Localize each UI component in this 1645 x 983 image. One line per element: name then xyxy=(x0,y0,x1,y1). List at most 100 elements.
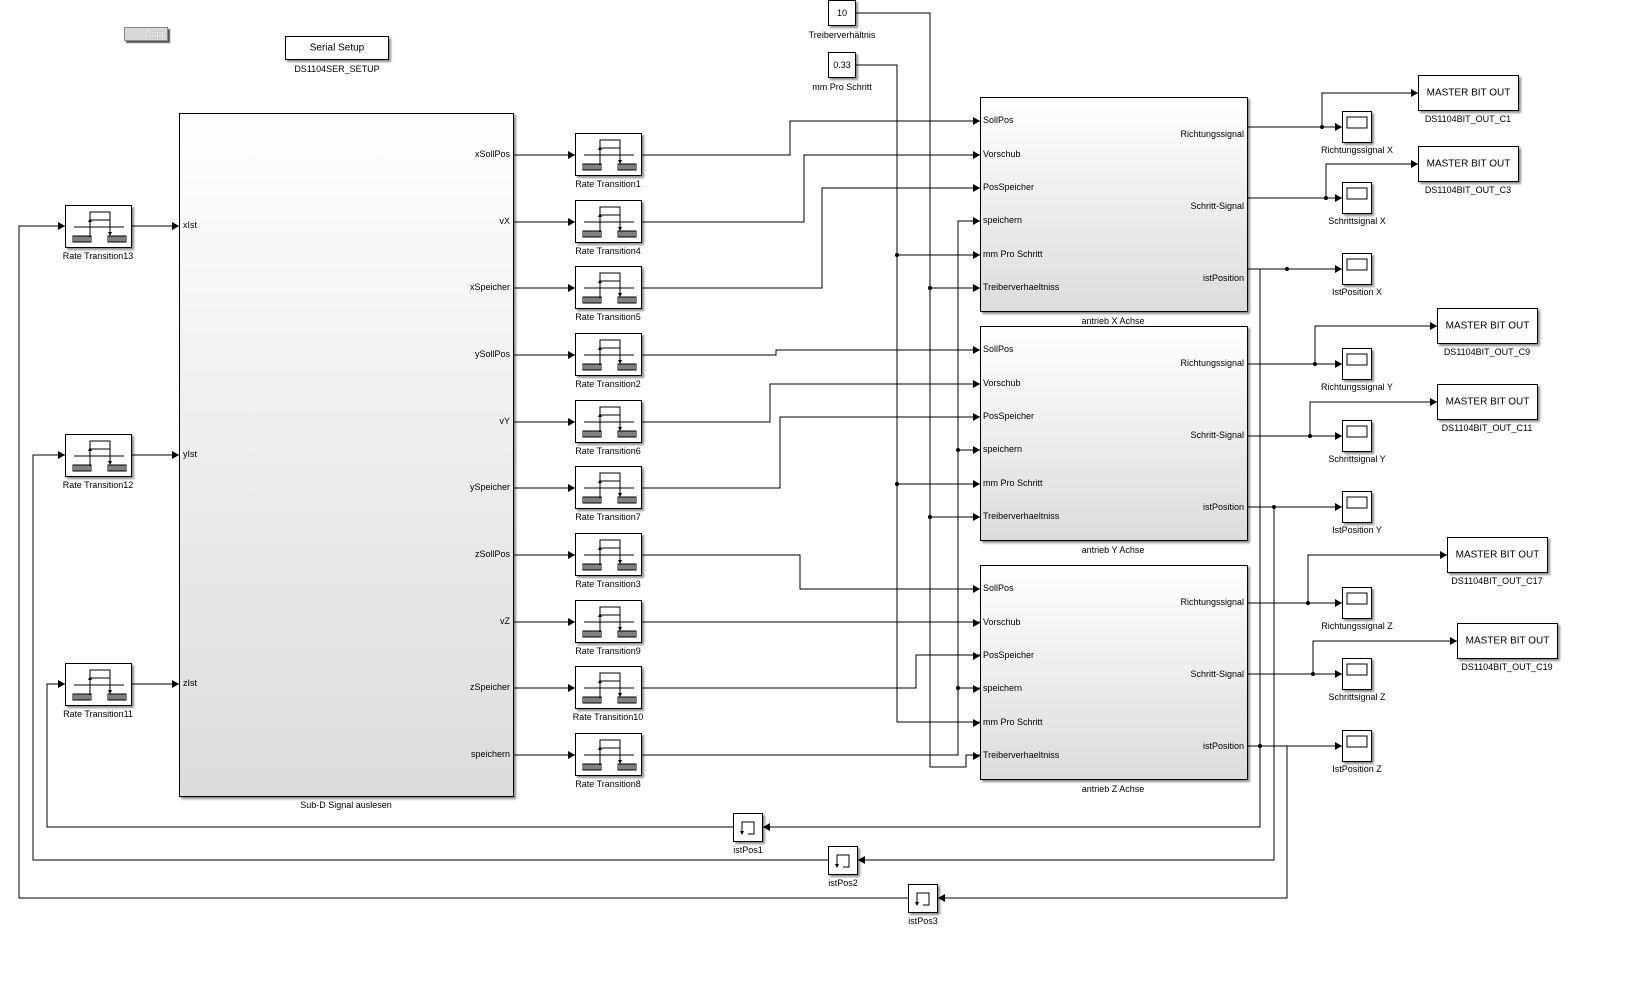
master-bit-out-text: MASTER BIT OUT xyxy=(1465,635,1550,647)
axis-output-port: Schritt-Signal xyxy=(1190,201,1244,211)
signal-line[interactable] xyxy=(642,554,980,590)
branch-point xyxy=(928,286,932,290)
rate-transition-block[interactable] xyxy=(65,663,132,706)
axis-subsystem-block[interactable] xyxy=(980,326,1248,541)
rate-transition-icon xyxy=(72,211,127,243)
sub-d-output-port: vZ xyxy=(500,616,510,626)
rate-transition-block[interactable] xyxy=(575,266,642,309)
scope-block[interactable] xyxy=(1342,253,1372,285)
signal-line[interactable] xyxy=(1314,325,1437,364)
signal-line[interactable] xyxy=(642,654,980,689)
signal-line[interactable] xyxy=(1325,163,1418,198)
signal-line[interactable] xyxy=(856,12,980,768)
scope-icon xyxy=(1346,425,1368,438)
rate-transition-block[interactable] xyxy=(575,533,642,576)
axis-output-port: Richtungssignal xyxy=(1180,129,1244,139)
master-bit-out-block[interactable]: MASTER BIT OUT xyxy=(1418,75,1519,111)
master-bit-out-label: DS1104BIT_OUT_C9 xyxy=(1443,347,1531,357)
signal-line[interactable] xyxy=(938,746,1288,899)
branch-point xyxy=(895,482,899,486)
constant-label: Treiberverhältnis xyxy=(808,30,876,40)
axis-subsystem-label: antrieb Z Achse xyxy=(1081,784,1145,794)
master-bit-out-block[interactable]: MASTER BIT OUT xyxy=(1418,146,1519,182)
serial-setup-block[interactable]: Serial Setup xyxy=(285,36,389,60)
branch-point xyxy=(956,448,960,452)
signal-line[interactable] xyxy=(1309,401,1437,436)
signal-line[interactable] xyxy=(642,187,980,289)
arrowhead xyxy=(1450,637,1457,645)
rate-transition-icon xyxy=(582,272,637,304)
axis-input-port: PosSpeicher xyxy=(983,182,1035,192)
axis-output-port: istPosition xyxy=(1202,273,1244,283)
master-bit-out-block[interactable]: MASTER BIT OUT xyxy=(1447,537,1548,573)
constant-treiberverhaeltnis[interactable]: 10 xyxy=(828,0,856,26)
rate-transition-block[interactable] xyxy=(575,600,642,643)
rate-transition-block[interactable] xyxy=(575,733,642,776)
unit-delay-block[interactable] xyxy=(908,884,938,913)
rate-transition-block[interactable] xyxy=(65,434,132,477)
master-bit-out-label: DS1104BIT_OUT_C1 xyxy=(1424,114,1512,124)
master-bit-out-block[interactable]: MASTER BIT OUT xyxy=(1437,308,1538,344)
signal-line[interactable] xyxy=(32,454,828,861)
arrowhead xyxy=(172,680,179,688)
arrowhead xyxy=(1430,398,1437,406)
signal-line[interactable] xyxy=(1307,554,1447,603)
arrowhead xyxy=(973,719,980,727)
serial-setup-text: Serial Setup xyxy=(309,42,365,54)
scope-block[interactable] xyxy=(1342,730,1372,762)
signal-line[interactable] xyxy=(18,225,908,899)
master-bit-out-block[interactable]: MASTER BIT OUT xyxy=(1457,623,1558,659)
scope-block[interactable] xyxy=(1342,348,1372,380)
signal-line[interactable] xyxy=(856,64,980,723)
unit-delay-block[interactable] xyxy=(733,813,763,842)
master-bit-out-text: MASTER BIT OUT xyxy=(1445,396,1530,408)
scope-icon xyxy=(1346,187,1368,200)
sub-d-output-port: ySpeicher xyxy=(469,482,510,492)
signal-line[interactable] xyxy=(1321,92,1418,127)
rate-transition-block[interactable] xyxy=(575,400,642,443)
scope-block[interactable] xyxy=(1342,491,1372,523)
signal-line[interactable] xyxy=(46,683,733,828)
master-bit-out-block[interactable]: MASTER BIT OUT xyxy=(1437,384,1538,420)
branch-point xyxy=(1308,434,1312,438)
arrowhead xyxy=(58,680,65,688)
signal-line[interactable] xyxy=(642,220,980,756)
axis-subsystem-block[interactable] xyxy=(980,565,1248,780)
scope-label: IstPosition X xyxy=(1331,287,1383,297)
scope-block[interactable] xyxy=(1342,182,1372,214)
signal-line[interactable] xyxy=(642,416,980,489)
rate-transition-block[interactable] xyxy=(575,666,642,709)
rate-transition-label: Rate Transition5 xyxy=(575,312,641,322)
scope-label: Richtungssignal Y xyxy=(1321,382,1393,392)
scope-block[interactable] xyxy=(1342,658,1372,690)
sub-d-signal-block[interactable] xyxy=(179,113,514,797)
signal-line[interactable] xyxy=(642,154,980,223)
rate-transition-block[interactable] xyxy=(575,333,642,376)
signal-line[interactable] xyxy=(642,349,980,356)
scope-block[interactable] xyxy=(1342,111,1372,143)
arrowhead xyxy=(568,284,575,292)
signal-line[interactable] xyxy=(642,120,980,156)
signal-line[interactable] xyxy=(642,383,980,423)
axis-input-port: PosSpeicher xyxy=(983,650,1035,660)
axis-input-port: PosSpeicher xyxy=(983,411,1035,421)
rate-transition-block[interactable] xyxy=(575,133,642,176)
scope-block[interactable] xyxy=(1342,587,1372,619)
axis-subsystem-block[interactable] xyxy=(980,97,1248,312)
scope-block[interactable] xyxy=(1342,420,1372,452)
signal-line[interactable] xyxy=(858,507,1275,861)
unit-delay-block[interactable] xyxy=(828,846,858,875)
rate-transition-block[interactable] xyxy=(575,200,642,243)
signal-line[interactable] xyxy=(763,269,1261,828)
rate-transition-block[interactable] xyxy=(575,466,642,509)
master-bit-out-text: MASTER BIT OUT xyxy=(1455,549,1540,561)
rate-transition-block[interactable] xyxy=(65,205,132,248)
constant-mm-pro-schritt[interactable]: 0.33 xyxy=(828,52,856,78)
arrowhead xyxy=(172,451,179,459)
axis-input-port: speichern xyxy=(983,444,1023,454)
axis-input-port: Treiberverhaeltniss xyxy=(983,750,1060,760)
rti-data-block[interactable]: RTI Data xyxy=(124,27,168,41)
axis-input-port: SollPos xyxy=(983,344,1014,354)
signal-line[interactable] xyxy=(1312,640,1457,674)
